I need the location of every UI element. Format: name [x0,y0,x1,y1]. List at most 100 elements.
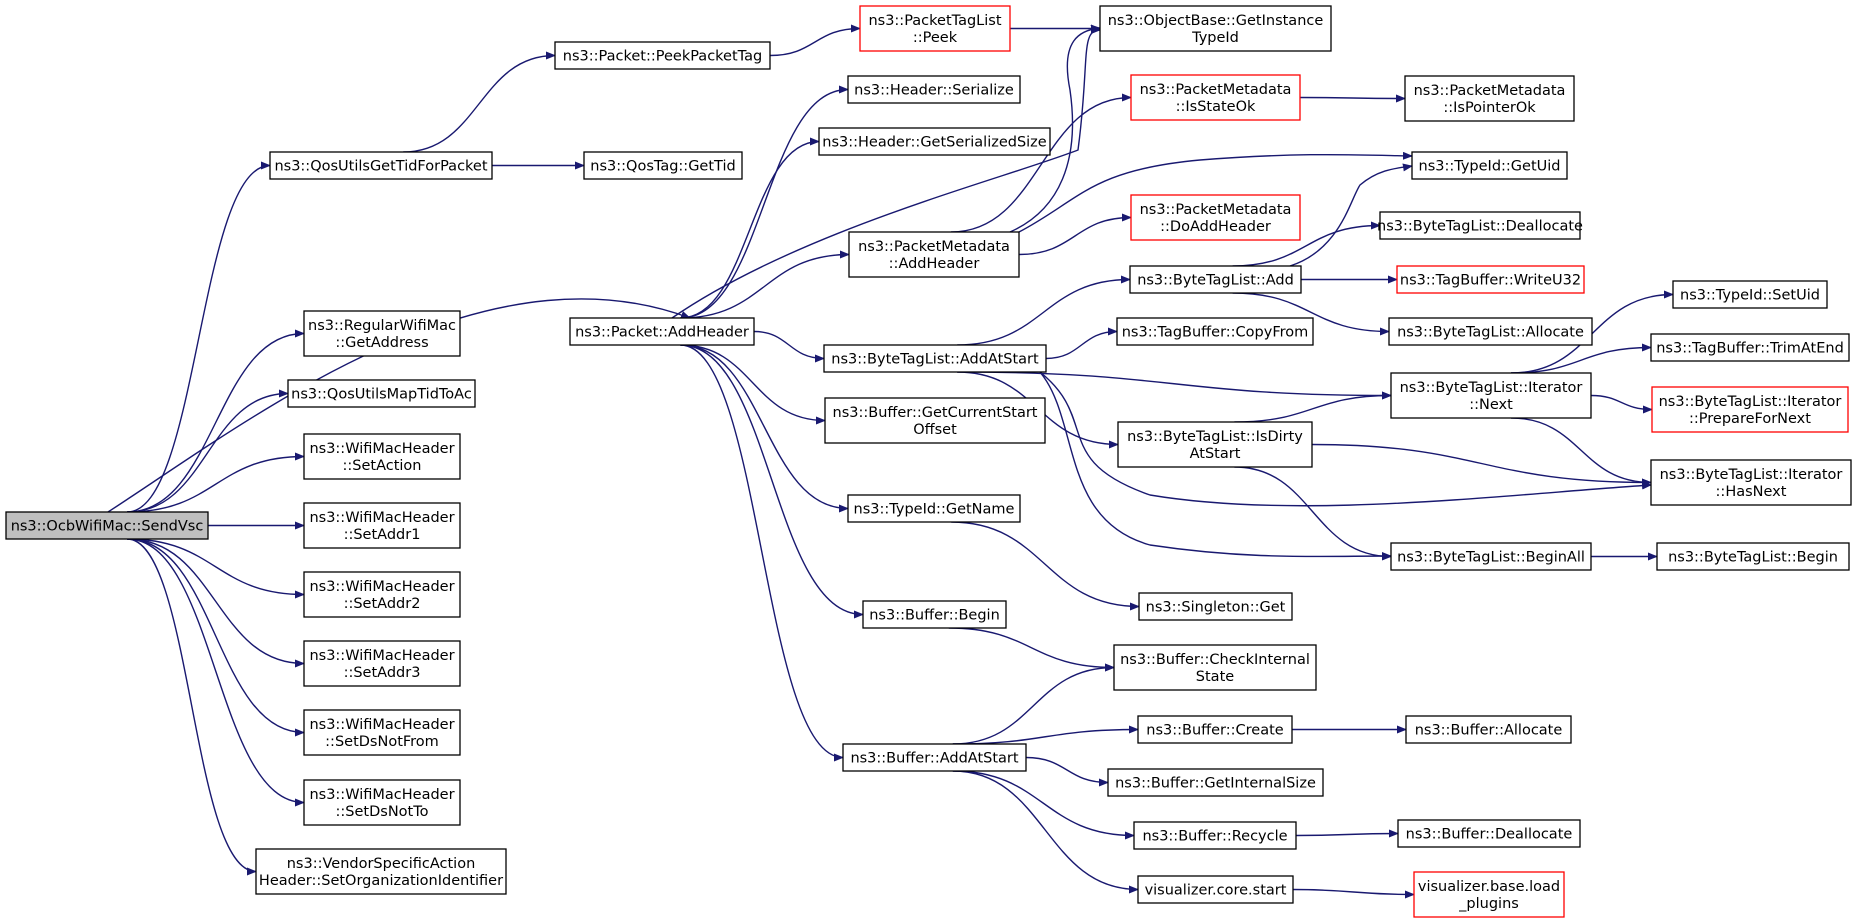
edge-n34-n37 [1590,394,1653,414]
function-node[interactable]: ns3::TypeId::SetUid [1672,280,1828,309]
function-node[interactable]: ns3::Header::Serialize [847,75,1021,104]
call-edge [1510,417,1652,487]
function-node[interactable]: ns3::WifiMacHeader::SetDsNotFrom [303,709,461,756]
function-node[interactable]: ns3::Packet::PeekPacketTag [554,41,771,70]
edge-n2-n17 [680,137,820,319]
function-node[interactable]: ns3::Buffer::Begin [862,600,1007,629]
function-node[interactable]: ns3::PacketTagList::Peek [859,5,1011,52]
function-node[interactable]: ns3::ByteTagList::Iterator::PrepareForNe… [1651,386,1849,433]
edge-n18-n24 [950,93,1132,233]
node-label: State [1196,669,1234,685]
call-edge [952,725,1139,745]
node-box [818,127,1051,156]
node-label: ns3::TypeId::SetUid [1680,288,1820,304]
node-label: ns3::Buffer::Deallocate [1406,827,1573,843]
function-node[interactable]: ns3::PacketMetadata::IsStateOk [1130,74,1301,121]
node-label: ::PrepareForNext [1689,411,1811,427]
function-node[interactable]: ns3::WifiMacHeader::SetAddr3 [303,640,461,687]
edge-n46-n47 [1295,829,1399,838]
function-node[interactable]: ns3::RegularWifiMac::GetAddress [303,310,461,357]
call-edge [1510,343,1652,374]
edge-n24-n25 [1299,94,1406,103]
function-node[interactable]: ns3::Buffer::Create [1137,715,1293,744]
node-label: ns3::ByteTagList::Iterator [1400,380,1583,396]
function-node[interactable]: ns3::Buffer::Allocate [1405,715,1572,744]
node-box [1650,459,1852,506]
function-node[interactable]: ns3::QosUtilsMapTidToAc [287,379,476,408]
function-node[interactable]: ns3::TagBuffer::CopyFrom [1116,317,1314,346]
node-box [303,571,461,618]
function-node[interactable]: ns3::Buffer::Deallocate [1397,819,1581,848]
node-label: ns3::ByteTagList::Deallocate [1377,219,1583,235]
edge-n21-n41 [951,521,1140,611]
node-box [847,75,1021,104]
function-node[interactable]: ns3::ByteTagList::Iterator::Next [1390,372,1592,419]
call-edge [1234,466,1392,561]
function-node[interactable]: ns3::PacketMetadata::AddHeader [848,231,1020,278]
call-edge [950,93,1132,233]
function-node[interactable]: ns3::PacketMetadata::DoAddHeader [1130,194,1301,241]
function-node[interactable]: ns3::QosTag::GetTid [583,151,743,180]
function-node[interactable]: ns3::PacketMetadata::IsPointerOk [1404,75,1575,122]
edge-n28-n26 [1289,163,1413,267]
function-node[interactable]: ns3::Buffer::Recycle [1133,821,1297,850]
function-node[interactable]: ns3::ByteTagList::BeginAll [1390,542,1592,571]
edge-n19-n32 [1045,327,1118,360]
function-node[interactable]: ns3::ByteTagList::Deallocate [1377,211,1583,240]
edge-n23-n43 [952,725,1139,745]
node-label: ns3::WifiMacHeader [309,717,454,733]
edge-n0-n9 [127,538,305,737]
node-box [1405,715,1572,744]
function-node[interactable]: ns3::WifiMacHeader::SetAddr2 [303,571,461,618]
function-node[interactable]: ns3::QosUtilsGetTidForPacket [269,151,493,180]
function-node[interactable]: visualizer.core.start [1137,875,1294,904]
function-node[interactable]: ns3::ByteTagList::AddAtStart [823,344,1047,373]
function-node[interactable]: ns3::Buffer::AddAtStart [842,743,1027,772]
function-node[interactable]: visualizer.base.load_plugins [1413,871,1565,918]
function-node[interactable]: ns3::WifiMacHeader::SetDsNotTo [303,779,461,826]
function-node[interactable]: ns3::TypeId::GetName [847,494,1021,523]
call-edge [680,85,849,319]
function-node[interactable]: ns3::ByteTagList::Add [1129,265,1302,294]
node-box [1411,151,1568,180]
root-function-node[interactable]: ns3::OcbWifiMac::SendVsc [5,511,209,540]
function-node[interactable]: ns3::Buffer::GetInternalSize [1107,768,1324,797]
function-node[interactable]: ns3::ByteTagList::Iterator::HasNext [1650,459,1852,506]
node-label: ::IsStateOk [1176,99,1256,115]
call-edge [951,521,1140,611]
function-node[interactable]: ns3::Singleton::Get [1138,592,1293,621]
call-edge [680,344,849,513]
function-node[interactable]: ns3::TypeId::GetUid [1411,151,1568,180]
call-edge [952,770,1135,840]
function-node[interactable]: ns3::Header::GetSerializedSize [818,127,1051,156]
function-node[interactable]: ns3::WifiMacHeader::SetAddr1 [303,502,461,549]
call-edge [1025,756,1109,787]
function-node[interactable]: ns3::VendorSpecificActionHeader::SetOrga… [255,848,507,895]
call-edge [1289,163,1413,267]
node-box [1413,871,1565,918]
function-node[interactable]: ns3::TagBuffer::WriteU32 [1396,265,1585,294]
node-label: ns3::Header::Serialize [854,83,1014,99]
function-node[interactable]: ns3::TagBuffer::TrimAtEnd [1650,333,1850,362]
function-node[interactable]: ns3::WifiMacHeader::SetAction [303,433,461,480]
call-edge [1292,888,1415,899]
function-node[interactable]: ns3::ByteTagList::Begin [1656,542,1850,571]
call-edge [127,538,305,807]
node-label: ns3::WifiMacHeader [309,441,454,457]
node-label: ::Next [1469,397,1513,413]
edge-n18-n15 [1009,24,1101,233]
node-label: ns3::Buffer::AddAtStart [850,751,1018,767]
node-label: ns3::PacketTagList [868,13,1001,29]
call-edge [1009,24,1101,233]
function-node[interactable]: ns3::Packet::AddHeader [569,317,755,346]
function-node[interactable]: ns3::ByteTagList::Allocate [1388,317,1593,346]
node-box [303,779,461,826]
node-label: ns3::OcbWifiMac::SendVsc [11,519,204,535]
edge-n0-n10 [127,538,305,807]
node-box [1651,386,1849,433]
node-box [1133,821,1297,850]
